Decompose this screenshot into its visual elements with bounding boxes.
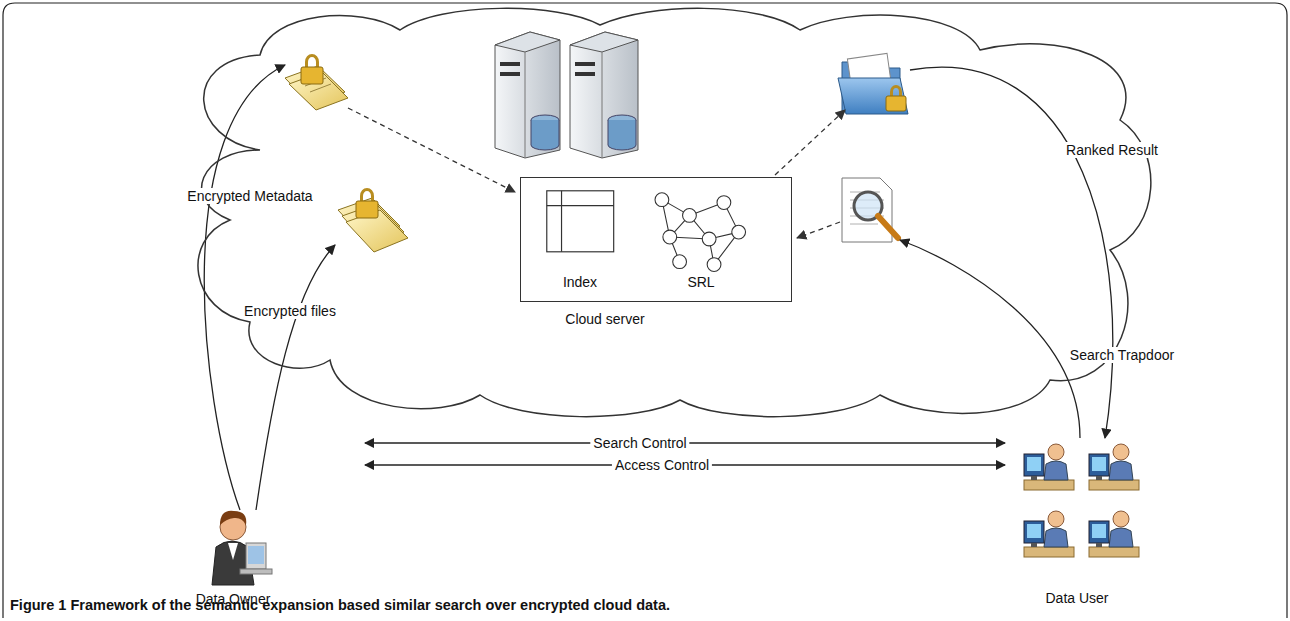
node-label: Index xyxy=(563,274,597,290)
data-owner: Data Owner xyxy=(190,435,365,612)
edge-label: Search Trapdoor xyxy=(1067,347,1177,363)
encrypted-metadata-icon xyxy=(285,54,348,110)
edge-label: Ranked Result xyxy=(1063,142,1161,158)
node-label: Cloud server xyxy=(565,311,644,327)
figure-caption: Figure 1 Framework of the semantic expan… xyxy=(10,597,670,613)
cloud-outline xyxy=(180,5,1165,425)
node-label: Data User xyxy=(1045,590,1108,606)
trapdoor-arrow xyxy=(900,240,1080,438)
index-srl-box: Index SRL xyxy=(520,177,792,302)
edge-label: Access Control xyxy=(612,457,712,473)
edge-label: Encrypted files xyxy=(241,303,339,319)
cloud-server: Cloud server Index SRL xyxy=(180,5,1165,425)
search-icon xyxy=(842,178,898,242)
files-arrow xyxy=(256,245,335,510)
data-user-icon xyxy=(1005,432,1155,612)
result-arrow xyxy=(910,67,1113,438)
metadata-arrow xyxy=(204,65,285,510)
encrypted-files-icon xyxy=(338,188,408,252)
node-label: SRL xyxy=(687,274,714,290)
edge-label: Search Control xyxy=(590,435,689,451)
edge-label: Encrypted Metadata xyxy=(184,188,315,204)
figure-frame xyxy=(3,3,1287,618)
index-srl-figure xyxy=(521,178,791,301)
data-owner-icon xyxy=(190,435,365,612)
internal-flow xyxy=(348,108,845,238)
encrypted-folder-icon xyxy=(838,53,908,114)
data-user: Data User xyxy=(1005,432,1155,612)
server-icon xyxy=(495,32,638,158)
